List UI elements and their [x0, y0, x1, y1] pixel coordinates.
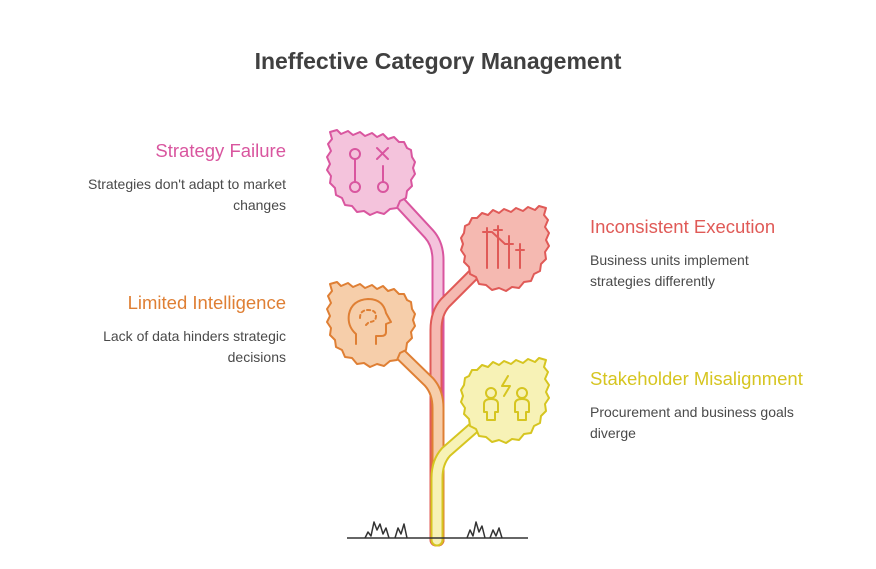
bar-chart-icon	[482, 225, 525, 269]
ground-line	[347, 521, 528, 539]
leaf-limited-intelligence	[326, 281, 416, 368]
stem-pink	[385, 187, 445, 547]
inconsistent-execution-description: Business units implement strategies diff…	[590, 250, 749, 291]
limited-intelligence-description-line: decisions	[227, 348, 286, 365]
stakeholder-misalignment-description-line: diverge	[590, 424, 636, 441]
stem-red	[429, 263, 485, 547]
stakeholder-misalignment-description: Procurement and business goals diverge	[590, 402, 794, 443]
stakeholder-misalignment-label: Stakeholder Misalignment	[590, 368, 803, 389]
inconsistent-execution-description-line: strategies differently	[590, 272, 716, 289]
stem-yellow	[430, 417, 485, 547]
limited-intelligence-description: Lack of data hinders strategic decisions	[103, 326, 286, 367]
stakeholder-misalignment-description-line: Procurement and business goals	[590, 404, 794, 420]
leaf-inconsistent-execution	[460, 205, 550, 292]
leaf-strategy-failure	[326, 129, 416, 216]
people-conflict-icon	[483, 375, 530, 421]
limited-intelligence-label: Limited Intelligence	[127, 292, 286, 313]
head-brain-icon	[347, 298, 392, 345]
strategy-failure-description-line: Strategies don't adapt to market	[87, 176, 286, 192]
leaf-stakeholder-misalignment	[460, 357, 550, 444]
page-title: Ineffective Category Management	[254, 48, 622, 74]
stem-orange	[385, 339, 445, 547]
strategy-failure-label: Strategy Failure	[155, 140, 286, 161]
limited-intelligence-description-line: Lack of data hinders strategic	[103, 328, 286, 344]
strategy-failure-description: Strategies don't adapt to market changes	[88, 174, 286, 215]
strategy-board-icon	[349, 147, 389, 193]
inconsistent-execution-description-line: Business units implement	[590, 252, 749, 268]
inconsistent-execution-label: Inconsistent Execution	[590, 216, 776, 237]
strategy-failure-description-line: changes	[233, 196, 286, 213]
